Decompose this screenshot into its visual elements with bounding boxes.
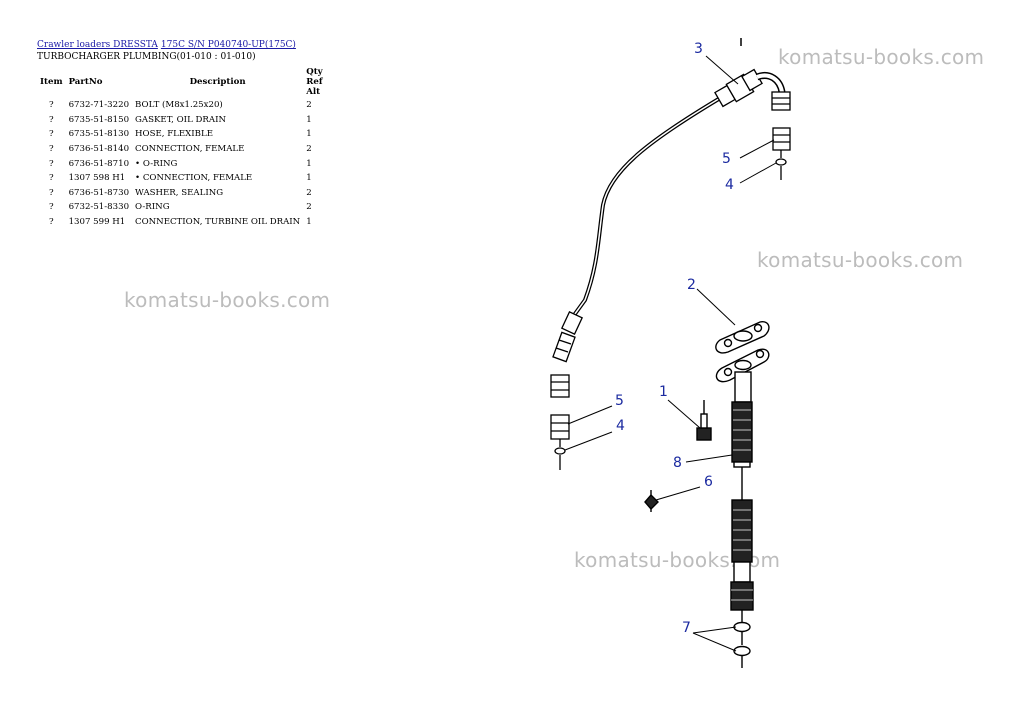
- cell-item: ?: [48, 202, 54, 213]
- table-row: ? 6732-71-3220 BOLT (M8x1.25x20) 2: [37, 98, 326, 113]
- cell-description: CONNECTION, FEMALE: [135, 144, 245, 155]
- callout-4: 4: [725, 177, 734, 193]
- cell-description: • O-RING: [135, 158, 178, 169]
- cell-partno: 1307 598 H1: [68, 173, 126, 184]
- cell-description: • CONNECTION, FEMALE: [135, 173, 253, 184]
- cell-item: ?: [48, 187, 54, 198]
- table-row: ? 1307 598 H1 • CONNECTION, FEMALE 1: [37, 171, 326, 186]
- table-row: ? 6735-51-8150 GASKET, OIL DRAIN 1: [37, 113, 326, 128]
- leader-lines: [564, 55, 777, 652]
- callout-2: 2: [687, 277, 696, 293]
- header-partno: PartNo: [68, 77, 103, 87]
- cell-partno: 6735-51-8130: [68, 129, 130, 140]
- callout-1: 1: [659, 384, 668, 400]
- cell-description: CONNECTION, TURBINE OIL DRAIN: [135, 217, 301, 228]
- cell-item: ?: [48, 217, 54, 228]
- table-row: ? 6732-51-8330 O-RING 2: [37, 200, 326, 215]
- cell-qty: 1: [306, 114, 312, 125]
- cell-qty: 2: [306, 187, 312, 198]
- cell-qty: 1: [306, 173, 312, 184]
- cell-description: GASKET, OIL DRAIN: [135, 114, 226, 125]
- callout-8: 8: [673, 455, 682, 471]
- cell-item: ?: [48, 144, 54, 155]
- cell-description: O-RING: [135, 202, 170, 213]
- table-row: ? 6736-51-8710 • O-RING 1: [37, 156, 326, 171]
- callout-5-lower: 5: [615, 393, 624, 409]
- table-row: ? 1307 599 H1 CONNECTION, TURBINE OIL DRAI…: [37, 215, 326, 230]
- header-item: Item: [40, 77, 63, 87]
- cell-qty: 1: [306, 158, 312, 169]
- cell-qty: 1: [306, 129, 312, 140]
- table-row: ? 6735-51-8130 HOSE, FLEXIBLE 1: [37, 127, 326, 142]
- cell-partno: 6736-51-8140: [68, 144, 130, 155]
- cell-partno: 6736-51-8710: [68, 158, 130, 169]
- header-description: Description: [189, 77, 246, 87]
- callout-4-lower: 4: [616, 418, 625, 434]
- hose-assembly-drawing: [550, 68, 791, 470]
- watermark-text: komatsu-books.com: [778, 45, 985, 69]
- callout-6: 6: [704, 474, 713, 490]
- drain-pipe-drawing: [644, 321, 770, 668]
- breadcrumb-link-serial[interactable]: 175C S/N P040740-UP(175C): [160, 40, 296, 50]
- breadcrumb-link-model[interactable]: Crawler loaders DRESSTA: [37, 40, 158, 50]
- callout-3: 3: [694, 41, 703, 57]
- callout-5: 5: [722, 151, 731, 167]
- table-row: ? 6736-51-8140 CONNECTION, FEMALE 2: [37, 142, 326, 157]
- header-qty-ref-alt: Qty Ref Alt: [306, 67, 323, 97]
- cell-item: ?: [48, 158, 54, 169]
- callout-7: 7: [682, 620, 691, 636]
- cell-item: ?: [48, 114, 54, 125]
- table-header-row: Item PartNo Description Qty Ref Alt: [37, 66, 326, 98]
- cell-partno: 6732-71-3220: [68, 100, 130, 111]
- cell-qty: 2: [306, 100, 312, 111]
- page-title: TURBOCHARGER PLUMBING(01-010 : 01-010): [37, 52, 256, 62]
- table-row: ? 6736-51-8730 WASHER, SEALING 2: [37, 186, 326, 201]
- cell-item: ?: [48, 100, 54, 111]
- cell-item: ?: [48, 129, 54, 140]
- cell-partno: 6736-51-8730: [68, 187, 130, 198]
- cell-qty: 2: [306, 202, 312, 213]
- watermark-text: komatsu-books.com: [124, 288, 331, 312]
- cell-description: HOSE, FLEXIBLE: [135, 129, 213, 140]
- cell-partno: 6732-51-8330: [68, 202, 130, 213]
- cell-description: BOLT (M8x1.25x20): [135, 100, 223, 111]
- cell-qty: 1: [306, 217, 312, 228]
- cell-partno: 6735-51-8150: [68, 114, 130, 125]
- cell-description: WASHER, SEALING: [135, 187, 224, 198]
- cell-partno: 1307 599 H1: [68, 217, 126, 228]
- parts-table: Item PartNo Description Qty Ref Alt ? 673…: [37, 66, 326, 229]
- watermark-text: komatsu-books.com: [757, 248, 964, 272]
- cell-item: ?: [48, 173, 54, 184]
- cell-qty: 2: [306, 144, 312, 155]
